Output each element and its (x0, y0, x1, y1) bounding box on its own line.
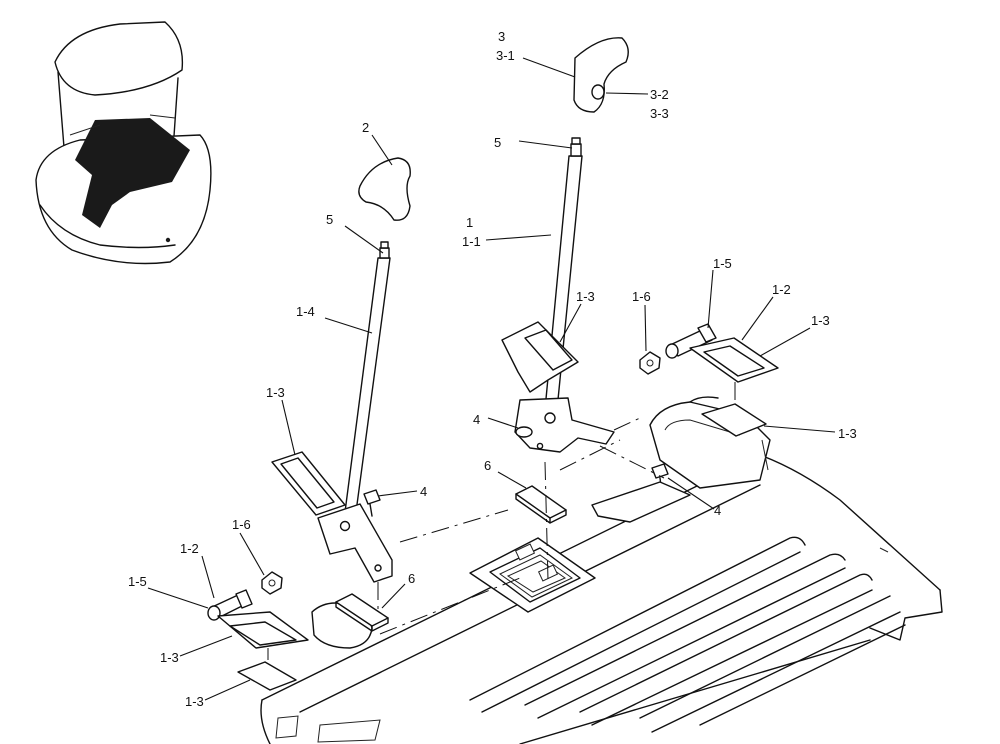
label-3-2: 3-2 (650, 87, 669, 102)
callout-labels: 3 3-1 3-2 3-3 2 5 5 1 1-1 1-4 1-3 1-6 1-… (128, 29, 857, 709)
knob-2 (358, 157, 411, 221)
left-lever-assembly (261, 241, 393, 595)
label-3-3: 3-3 (650, 106, 669, 121)
label-1-5-right: 1-5 (713, 256, 732, 271)
left-pedal-assembly (207, 589, 309, 691)
label-1-6-center: 1-6 (632, 289, 651, 304)
label-3: 3 (498, 29, 505, 44)
label-6-center: 6 (484, 458, 491, 473)
label-1-3-right-b: 1-3 (838, 426, 857, 441)
spacer-6-center (515, 485, 567, 519)
label-5-left: 5 (326, 212, 333, 227)
label-1-3-bottom-a: 1-3 (160, 650, 179, 665)
label-1-2-right: 1-2 (772, 282, 791, 297)
knob-3-button (591, 84, 605, 100)
label-3-1: 3-1 (496, 48, 515, 63)
leader-lines (147, 57, 836, 701)
label-5-top: 5 (494, 135, 501, 150)
label-4-center: 4 (473, 412, 480, 427)
label-1-3-center: 1-3 (576, 289, 595, 304)
label-6-left: 6 (408, 571, 415, 586)
right-pedal-assembly (665, 323, 779, 437)
label-1-3-right-a: 1-3 (811, 313, 830, 328)
label-1-1: 1-1 (462, 234, 481, 249)
label-1: 1 (466, 215, 473, 230)
right-pedal-plate (591, 481, 691, 523)
label-1-5-left: 1-5 (128, 574, 147, 589)
label-1-3-left: 1-3 (266, 385, 285, 400)
center-lever-assembly (501, 137, 669, 495)
label-1-4: 1-4 (296, 304, 315, 319)
label-1-6-left: 1-6 (232, 517, 251, 532)
label-4-right: 4 (714, 503, 721, 518)
center-lines (267, 382, 736, 660)
label-1-3-bottom-b: 1-3 (185, 694, 204, 709)
knob-3 (573, 37, 629, 113)
machine-inset-illustration (35, 21, 212, 265)
label-2: 2 (362, 120, 369, 135)
label-4-left: 4 (420, 484, 427, 499)
label-1-2-left: 1-2 (180, 541, 199, 556)
